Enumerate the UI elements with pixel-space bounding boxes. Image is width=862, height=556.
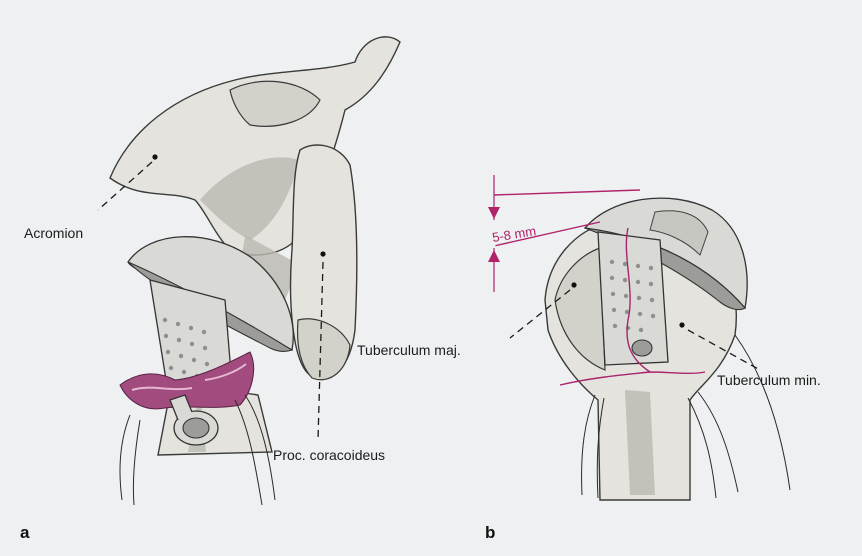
label-acromion: Acromion bbox=[24, 225, 83, 241]
panel-a-illustration bbox=[110, 37, 400, 505]
panel-label-a: a bbox=[20, 523, 30, 542]
label-proc-coracoideus: Proc. coracoideus bbox=[273, 447, 385, 463]
label-tuberculum-min: Tuberculum min. bbox=[717, 372, 821, 388]
label-tuberculum-maj: Tuberculum maj. bbox=[357, 342, 461, 358]
panel-label-b: b bbox=[485, 523, 495, 542]
